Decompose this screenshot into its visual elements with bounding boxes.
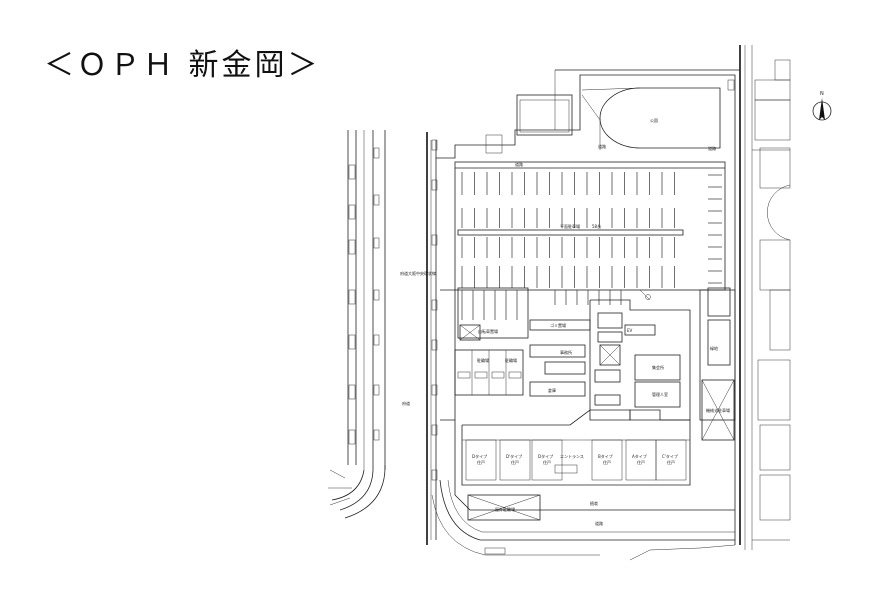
park-area-label: 緑地 (710, 345, 718, 351)
road-label-b: 道路 (515, 161, 523, 167)
managers-label: 管理人室 (652, 391, 668, 397)
unit-label: Aタイプ (632, 453, 647, 459)
office-label: 事務所 (560, 349, 572, 355)
central-core: 集会所 管理人室 EV (589, 289, 691, 421)
unit-label: C'タイプ (662, 453, 678, 459)
west-road-label: 府道大阪中央環状線 (400, 270, 436, 276)
elev-label: EV (627, 328, 633, 333)
unit-label: Dタイプ (538, 453, 553, 459)
east-area: 機械式駐車場 緑地 (699, 287, 736, 441)
trash-label: ゴミ置場 (550, 322, 566, 328)
south-area-label: 屋外駐輪場 (495, 506, 515, 512)
entrance-label: エントランス (560, 453, 584, 459)
north-small-building (485, 94, 573, 154)
storage-label: 倉庫 (548, 387, 556, 393)
rotary: 公園 道路 (581, 79, 735, 150)
unit-sub-label: 住戸 (511, 459, 519, 465)
parking-lot: 道路 道路 平面駐車場 58台 (454, 145, 726, 291)
unit-block (531, 439, 563, 481)
compass-north-label: N (820, 91, 824, 97)
unit-label: Dタイプ (472, 453, 487, 459)
bike-label-3: 駐輪場 (505, 357, 517, 363)
unit-sub-label: 住戸 (543, 459, 551, 465)
unit-sub-label: 住戸 (667, 459, 675, 465)
compass-icon: N (812, 91, 832, 121)
unit-sub-label: 住戸 (603, 459, 611, 465)
bike-label: 自転車置場 (478, 328, 498, 334)
unit-block (591, 439, 623, 481)
road-label-a: 道路 (598, 143, 606, 149)
meeting-label: 集会所 (652, 364, 664, 370)
west-road: 府道大阪中央環状線 府道 (328, 130, 436, 519)
unit-label: D'タイプ (506, 453, 522, 459)
west-road-label-2: 府道 (402, 400, 410, 406)
unit-label: Bタイプ (598, 453, 613, 459)
unit-sub-label: 住戸 (637, 459, 645, 465)
south-area: 屋外駐輪場 植栽 道路 (431, 420, 736, 561)
unit-block (499, 439, 531, 481)
south-area-label-2: 植栽 (590, 500, 598, 506)
bike-parking: 駐輪場 駐輪場 ゴミ置場 事務所 倉庫 (454, 319, 591, 397)
east-neighbours (752, 59, 791, 541)
mid-parking: 自転車置場 (440, 287, 622, 421)
rotary-label: 公園 (650, 117, 658, 123)
lot-label: 平面駐車場 (560, 223, 580, 229)
lot-count: 58台 (592, 223, 601, 229)
unit-block (655, 439, 687, 481)
bike-label-2: 駐輪場 (477, 357, 489, 363)
unit-block (465, 439, 497, 481)
site-boundary (426, 45, 753, 550)
page-title: ＜ＯＰＨ 新金岡＞ (44, 48, 321, 83)
east-area-label: 機械式駐車場 (706, 407, 730, 413)
road-label-c: 道路 (708, 145, 716, 151)
road-label-d: 道路 (595, 520, 603, 526)
unit-sub-label: 住戸 (477, 459, 485, 465)
